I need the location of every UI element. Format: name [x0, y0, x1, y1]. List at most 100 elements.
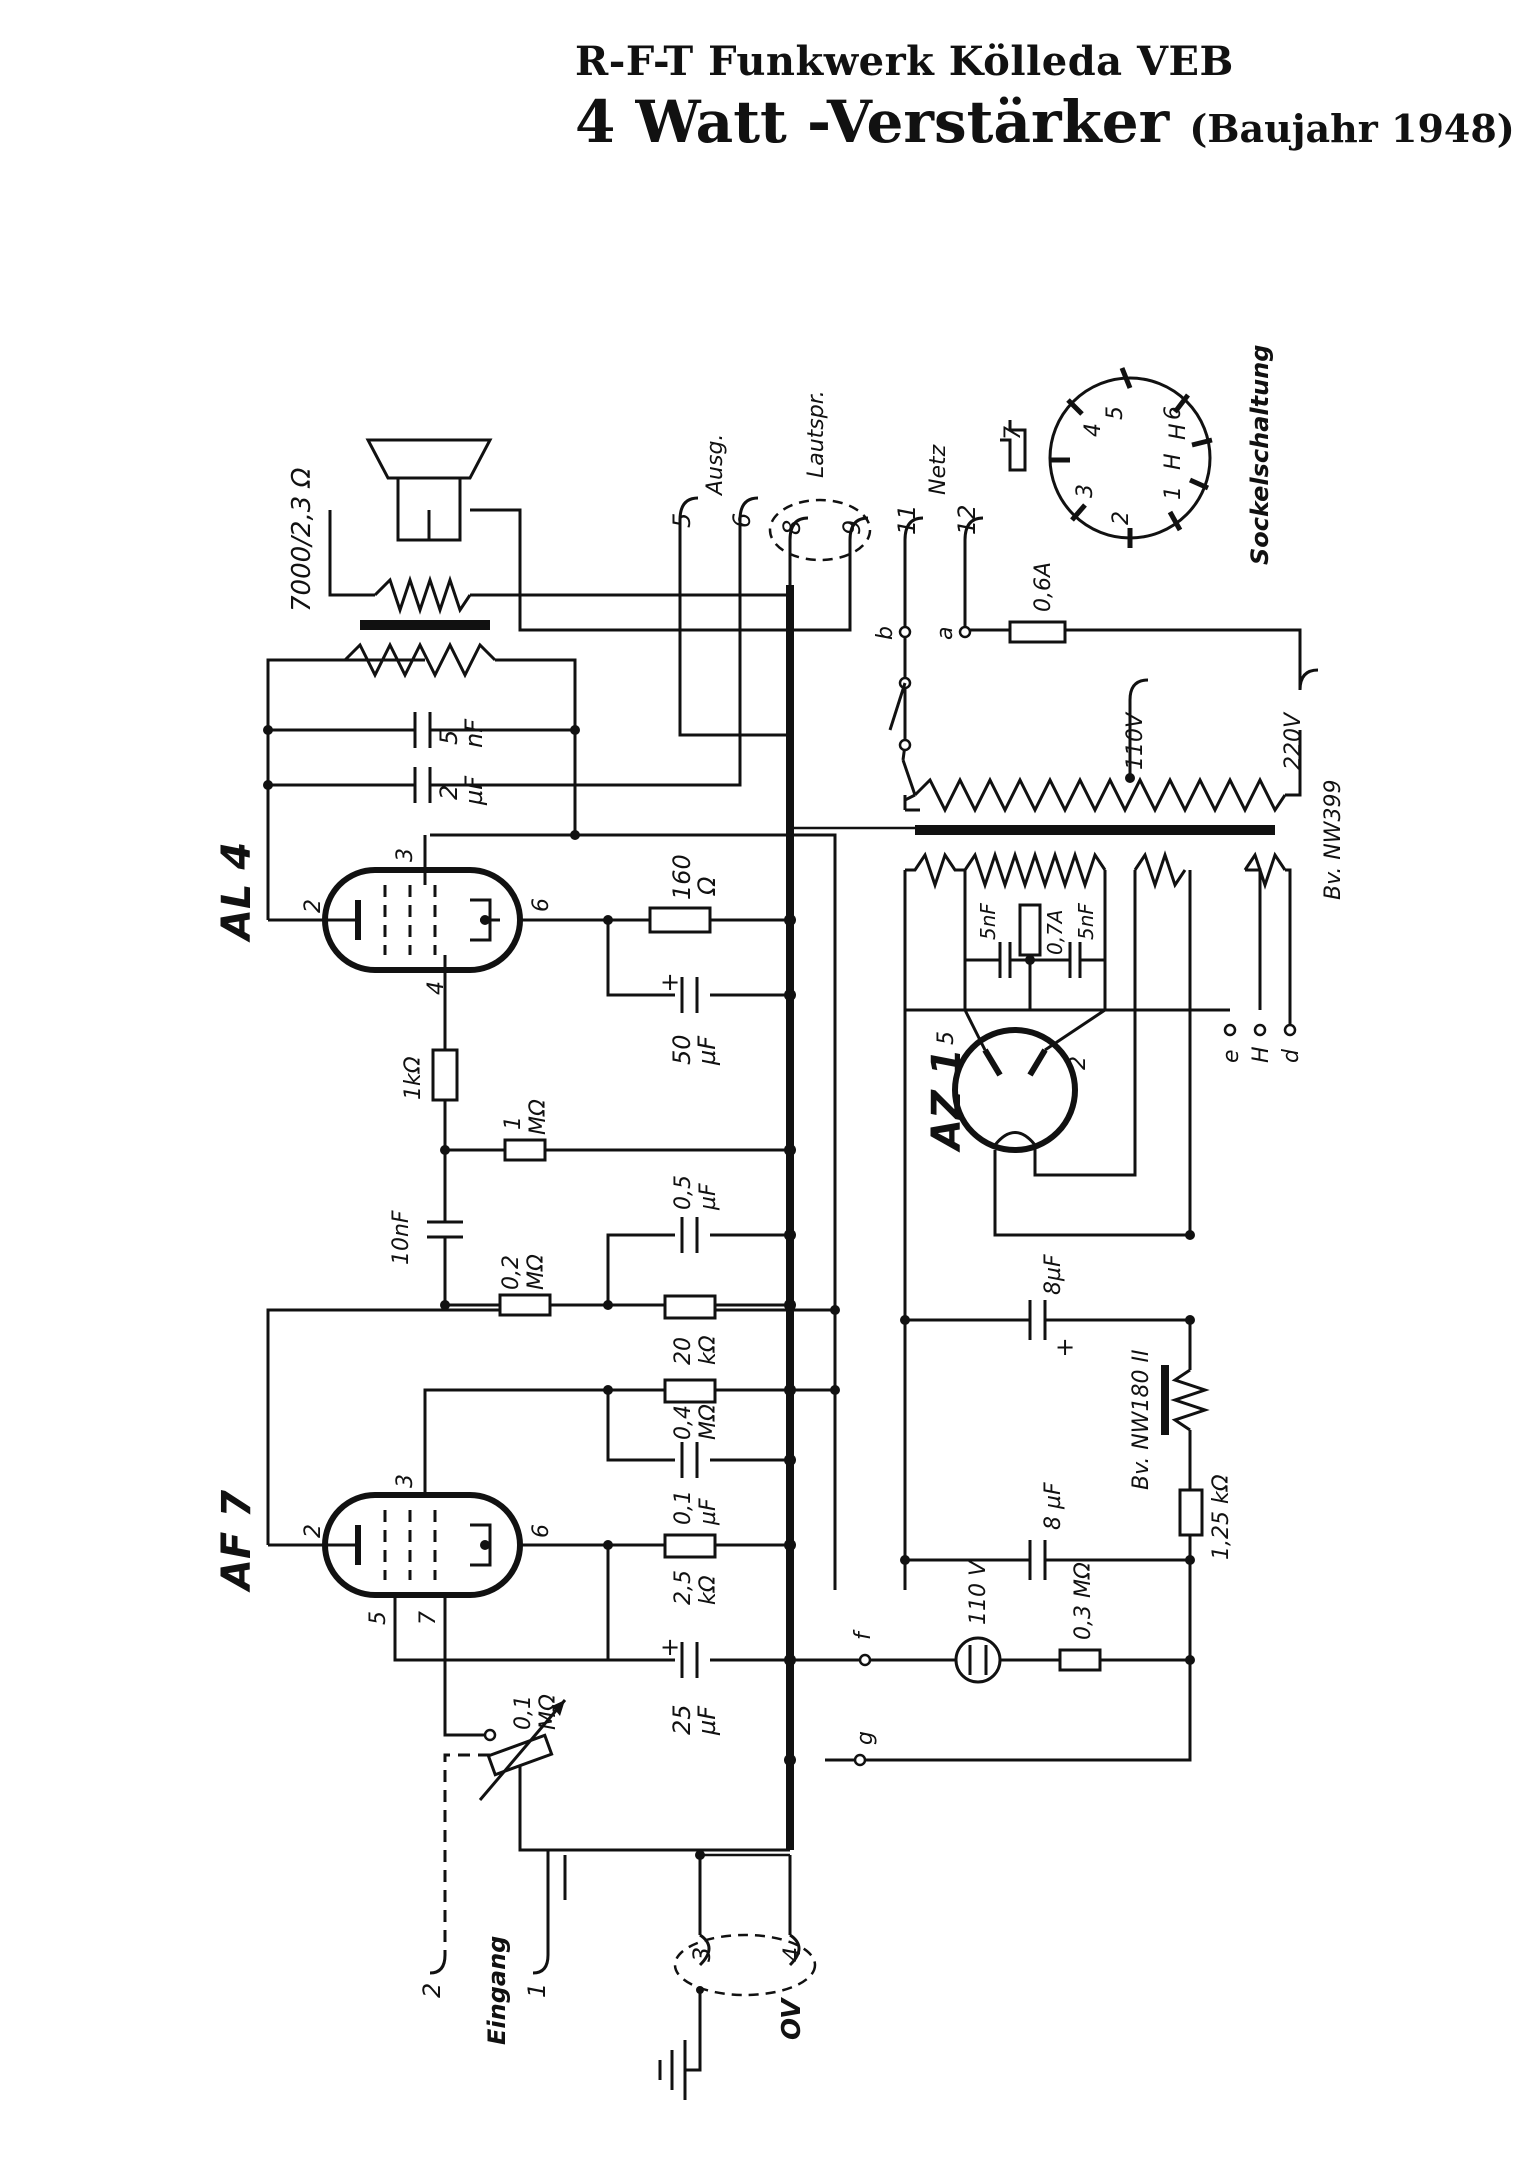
- capacitor-5nf: [413, 712, 432, 748]
- output-terminals: [678, 496, 984, 562]
- af7-pin5: 5: [366, 1611, 391, 1625]
- socket-title: Sockelschaltung: [1246, 345, 1274, 565]
- term-e: e: [1219, 1049, 1244, 1063]
- c01uf-val: 0,1: [671, 1490, 696, 1525]
- capacitor-25uf: +: [660, 1633, 699, 1678]
- c25uf-unit: µF: [693, 1705, 721, 1736]
- c25uf-val: 25: [668, 1704, 696, 1735]
- c05uf-unit: µF: [696, 1183, 721, 1211]
- socket-h2: H: [1166, 423, 1191, 440]
- pot-unit: MΩ: [536, 1694, 561, 1730]
- az1-pin5: 5: [934, 1031, 959, 1045]
- al4-pin6: 6: [529, 898, 554, 912]
- term-b: b: [873, 626, 898, 640]
- term-H: H: [1249, 1046, 1274, 1063]
- resistor-02m: [498, 1293, 552, 1317]
- term-g: g: [853, 1731, 878, 1745]
- c2uf-val: 2: [435, 785, 463, 800]
- socket-diagram: [1000, 367, 1213, 548]
- socket-p1: 1: [1161, 486, 1186, 500]
- tube-al4: [268, 835, 523, 975]
- socket-h1: H: [1161, 453, 1186, 470]
- term-6: 6: [728, 513, 756, 528]
- al4-pin2: 2: [301, 899, 326, 913]
- mains-transformer: [905, 668, 1319, 890]
- resistor-125k: [1178, 1488, 1204, 1537]
- tube-az1: [952, 1008, 1106, 1153]
- capacitor-10nf: [427, 1220, 463, 1245]
- resistor-04m: [663, 1378, 717, 1404]
- af7-pin6: 6: [529, 1524, 554, 1538]
- ov-label: OV: [777, 1997, 807, 2040]
- ausg-label: Ausg.: [703, 434, 728, 497]
- r02m-val: 0,2: [499, 1255, 524, 1290]
- r04m-unit: MΩ: [696, 1404, 721, 1440]
- tap-220v: 220V: [1281, 711, 1306, 770]
- input-terminals: [429, 1933, 817, 1997]
- resistor-25k: [663, 1533, 717, 1559]
- term-2: 2: [418, 1983, 446, 1998]
- glow-lamp-icon: [954, 1636, 1002, 1684]
- lautspr-label: Lautspr.: [804, 390, 829, 478]
- pot-val: 0,1: [511, 1695, 536, 1730]
- af7-pin2: 2: [301, 1524, 326, 1538]
- rect-fuse: 0,7A: [1043, 910, 1067, 956]
- az1-pin2: 2: [1066, 1056, 1091, 1070]
- model-name: 4 Watt -Verstärker: [575, 88, 1170, 156]
- filter-cap-8uf-2: [1028, 1540, 1070, 1580]
- resistor-20k: [663, 1294, 717, 1320]
- r25k-unit: kΩ: [696, 1575, 721, 1605]
- af7-pin7: 7: [416, 1611, 441, 1625]
- af7-pin3: 3: [393, 1474, 418, 1488]
- resistor-160: [648, 906, 712, 934]
- model-title: 4 Watt -Verstärker (Baujahr 1948): [575, 88, 1515, 156]
- manufacturer-title: R-F-T Funkwerk Kölleda VEB: [575, 38, 1234, 85]
- r03m-label: 0,3 MΩ: [1071, 1562, 1096, 1640]
- af7-label: AF 7: [214, 1490, 260, 1593]
- resistor-1k: [431, 1048, 459, 1102]
- c8uf-a: 8µF: [1041, 1254, 1066, 1295]
- glow-label: 110 V: [966, 1559, 991, 1625]
- potentiometer-icon: [478, 1699, 567, 1801]
- socket-p4: 4: [1081, 423, 1106, 437]
- output-transformer-label: 7000/2,3 Ω: [287, 467, 317, 612]
- r25k-val: 2,5: [671, 1570, 696, 1605]
- c05uf-val: 0,5: [671, 1175, 696, 1210]
- fuse-label: 0,6A: [1031, 562, 1056, 612]
- c50uf-val: 50: [668, 1034, 696, 1065]
- c50uf-unit: µF: [693, 1035, 721, 1066]
- socket-p5: 5: [1103, 406, 1128, 420]
- c5nf-val: 5: [435, 730, 463, 745]
- mains-switch-and-fuse: [888, 620, 1067, 752]
- c2uf-unit: µF: [460, 775, 488, 806]
- term-a: a: [933, 627, 958, 640]
- r125k-label: 1,25 kΩ: [1209, 1474, 1234, 1560]
- choke-icon: [1161, 1365, 1210, 1435]
- r04m-val: 0,4: [671, 1405, 696, 1440]
- al4-pin3: 3: [393, 848, 418, 862]
- capacitor-05uf: [680, 1217, 699, 1253]
- svg-text:+: +: [1055, 1333, 1075, 1361]
- term-8: 8: [778, 520, 806, 535]
- c5nf-unit: nF: [460, 718, 488, 748]
- al4-label: AL 4: [214, 842, 260, 943]
- filter-cap-8uf-1: +: [1028, 1300, 1075, 1361]
- svg-text:+: +: [660, 1633, 680, 1661]
- rect-c2: 5nF: [1074, 903, 1098, 940]
- choke-label: Bv. NW180 II: [1129, 1350, 1154, 1490]
- wiring: [266, 508, 1302, 2100]
- term-5: 5: [668, 513, 696, 528]
- socket-p2: 2: [1109, 511, 1134, 525]
- r1k-label: 1kΩ: [401, 1056, 426, 1100]
- r160-unit: Ω: [693, 876, 721, 896]
- socket-p6: 6: [1161, 406, 1186, 420]
- tube-af7: [268, 1492, 523, 1610]
- term-1: 1: [523, 1983, 551, 1998]
- year-note: (Baujahr 1948): [1189, 106, 1515, 151]
- resistor-03m: [1058, 1648, 1102, 1672]
- rectifier-filter-caps: [998, 903, 1082, 978]
- eingang-label: Eingang: [483, 1936, 511, 2045]
- output-transformer: [343, 575, 497, 679]
- terminal-g: [853, 1753, 867, 1767]
- resistor-1m: [503, 1138, 547, 1162]
